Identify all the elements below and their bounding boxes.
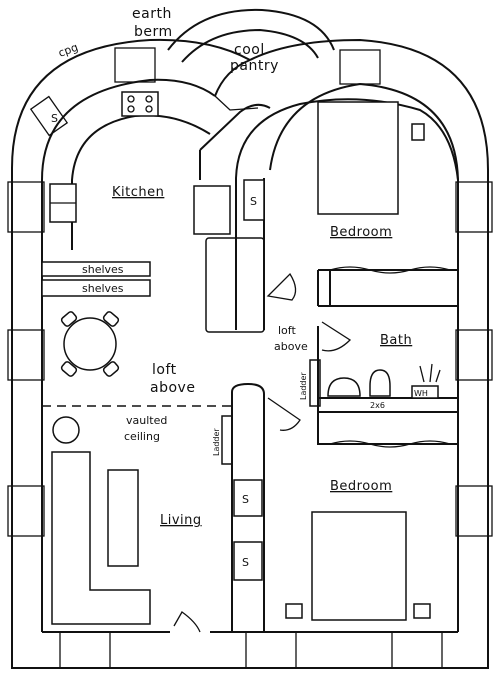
cool-pantry: [167, 8, 335, 111]
earth-berm-label-1: earth: [132, 6, 172, 22]
storage-s-top: S: [250, 195, 257, 208]
cool-pantry-label-2: pantry: [230, 58, 279, 74]
sofa-icon: [51, 451, 151, 625]
wood-stove-icon: [52, 416, 80, 444]
bedroom-bottom-label: Bedroom: [330, 479, 392, 494]
signature-mark: cpg: [57, 41, 80, 60]
two-by-six-label: 2x6: [370, 401, 385, 410]
bath-label: Bath: [380, 333, 412, 348]
bedroom-top-label: Bedroom: [330, 225, 392, 240]
dining-table-icon: [60, 311, 120, 377]
shelves-label-1: shelves: [82, 263, 124, 276]
loft-above-center-2: above: [150, 380, 195, 396]
shelves: [41, 261, 151, 297]
sink-icon: [327, 377, 361, 397]
bedroom-bottom: [285, 412, 458, 621]
storage-s-mid: S: [242, 493, 249, 506]
ladder-left-icon: [221, 415, 233, 465]
living-label: Living: [160, 513, 202, 528]
toilet-icon: [369, 369, 391, 397]
kitchen-label: Kitchen: [112, 185, 164, 200]
kitchen-counters: [49, 178, 265, 333]
bath: [317, 326, 458, 413]
water-heater-label: WH: [414, 389, 428, 398]
earth-berm-label-2: berm: [134, 24, 173, 40]
loft-above-right-1: loft: [278, 324, 296, 337]
ladder-right-label: Ladder: [299, 372, 308, 400]
vaulted-label-2: ceiling: [124, 430, 160, 443]
storage-s-low: S: [242, 556, 249, 569]
doors: [173, 272, 352, 633]
wall-blocks: [7, 47, 493, 669]
cool-pantry-label-1: cool: [234, 42, 265, 58]
ladder-right-icon: [309, 359, 321, 407]
bedroom-top: [317, 101, 458, 307]
loft-above-center-1: loft: [152, 362, 177, 378]
loft-above-right-2: above: [274, 340, 308, 353]
water-heater-icon: [411, 385, 439, 399]
vaulted-label-1: vaulted: [126, 414, 167, 427]
partition-walls: [231, 179, 265, 632]
shelves-label-2: shelves: [82, 282, 124, 295]
ladder-left-label: Ladder: [212, 428, 221, 456]
stove-icon: [121, 91, 159, 117]
storage-s-kitchen: S: [51, 112, 58, 125]
